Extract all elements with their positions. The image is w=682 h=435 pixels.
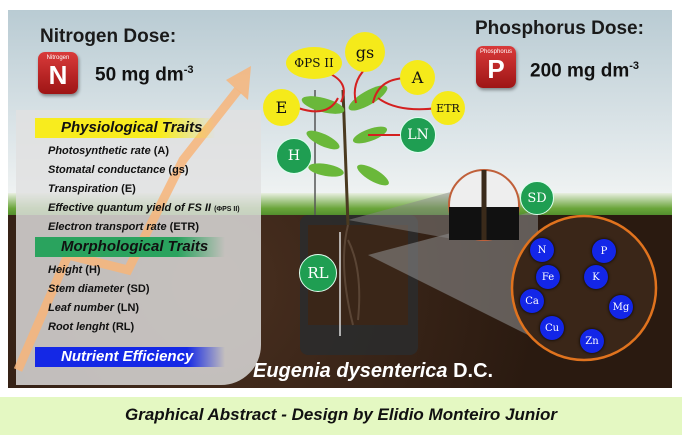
phosphorus-icon-caption: Phosphorus bbox=[479, 49, 513, 55]
phosphorus-icon-symbol: P bbox=[487, 54, 505, 84]
nitrogen-dose-value: 50 mg dm-3 bbox=[95, 64, 194, 86]
nutrient-n: N bbox=[530, 238, 554, 262]
nutrient-cu: Cu bbox=[540, 316, 564, 340]
species-name: Eugenia dysenterica D.C. bbox=[253, 360, 494, 382]
trait-item: Photosynthetic rate (A) bbox=[48, 145, 170, 157]
nutrient-efficiency-banner: Nutrient Efficiency bbox=[35, 347, 225, 367]
zoom-beam-roots bbox=[368, 210, 538, 340]
label-a: A bbox=[400, 60, 435, 95]
nutrient-fe: Fe bbox=[536, 265, 560, 289]
trait-item: Transpiration (E) bbox=[48, 183, 136, 195]
label-etr: ETR bbox=[431, 91, 465, 125]
trait-item: Effective quantum yield of FS II (ΦPS II… bbox=[48, 202, 240, 214]
trait-item: Stem diameter (SD) bbox=[48, 283, 150, 295]
trait-item: Root lenght (RL) bbox=[48, 321, 135, 333]
nutrient-k: K bbox=[584, 265, 608, 289]
phosphorus-dose-title: Phosphorus Dose: bbox=[475, 18, 644, 39]
trait-item: Leaf number (LN) bbox=[48, 302, 140, 314]
graphical-abstract-scene bbox=[8, 10, 672, 388]
label-e: E bbox=[263, 89, 300, 126]
trait-item: Height (H) bbox=[48, 264, 101, 276]
trait-item: Electron transport rate (ETR) bbox=[48, 221, 199, 233]
morphological-traits-banner: Morphological Traits bbox=[35, 237, 225, 257]
nitrogen-icon-caption: Nitrogen bbox=[46, 55, 70, 61]
trait-item: Stomatal conductance (gs) bbox=[48, 164, 189, 176]
physiological-traits-banner: Physiological Traits bbox=[35, 118, 215, 138]
caption: Graphical Abstract - Design by Elidio Mo… bbox=[0, 397, 682, 435]
zoom-beam-stem bbox=[348, 190, 458, 240]
nutrient-ca: Ca bbox=[520, 289, 544, 313]
nitrogen-dose-title: Nitrogen Dose: bbox=[40, 26, 177, 47]
label-sd: SD bbox=[520, 181, 554, 215]
nutrient-p: P bbox=[592, 239, 616, 263]
label-ln: LN bbox=[400, 117, 436, 153]
label-phi-psii: ΦPS II bbox=[286, 47, 342, 79]
nutrient-zn: Zn bbox=[580, 329, 604, 353]
label-h: H bbox=[276, 138, 312, 174]
nitrogen-icon-symbol: N bbox=[48, 60, 68, 90]
phosphorus-dose-value: 200 mg dm-3 bbox=[530, 60, 640, 82]
label-gs: gs bbox=[345, 32, 385, 72]
growth-arrow-head bbox=[226, 66, 251, 100]
label-rl: RL bbox=[299, 254, 337, 292]
nutrient-mg: Mg bbox=[609, 295, 633, 319]
